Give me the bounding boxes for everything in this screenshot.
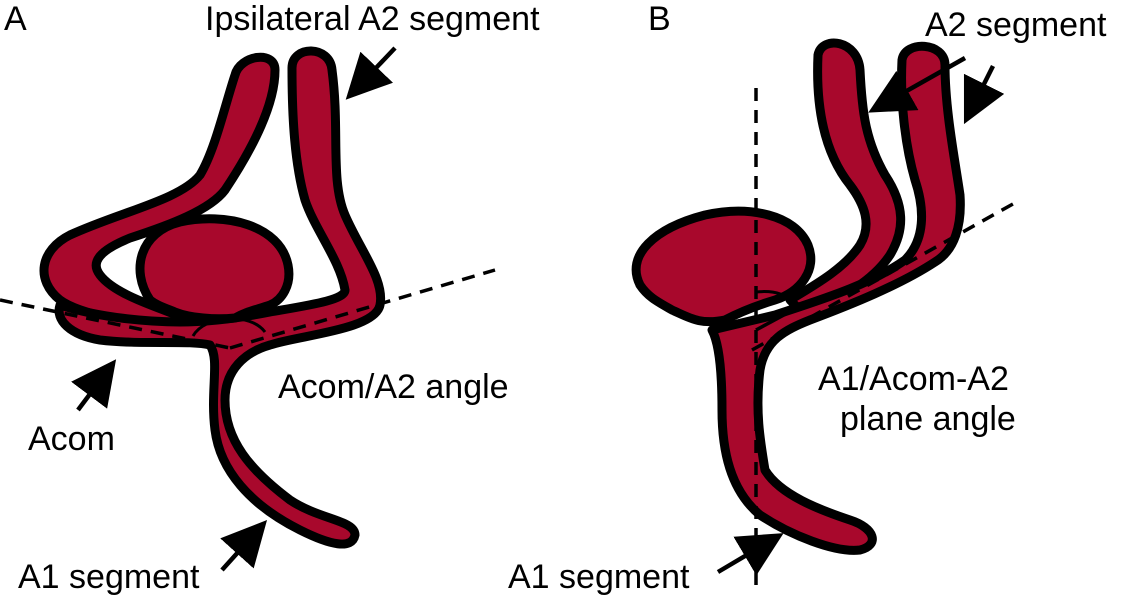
panel-a-a1-label: A1 segment [18, 558, 200, 596]
panel-b-angle-ray [755, 300, 809, 332]
panel-a-aneurysm [135, 214, 294, 324]
panel-a-letter: A [4, 0, 27, 38]
panel-a-a2-axis-line [229, 268, 496, 350]
panel-b-plane-angle-label-line1: A1/Acom-A2 [818, 360, 1009, 398]
panel-b-a1-arrow [716, 533, 784, 576]
panel-a-acom-axis-line [0, 298, 231, 350]
panel-b-a1-label: A1 segment [508, 558, 690, 596]
panel-a-acom-arrow [71, 359, 117, 412]
panel-a: A Ipsilateral A2 segment Acom/A2 angle A… [0, 0, 540, 596]
panel-b-a2-left-arrow [868, 56, 967, 113]
panel-a-ipsilateral-a2-arrow [345, 46, 397, 100]
panel-a-acom-label: Acom [28, 420, 115, 458]
panel-b-a2-right-vessel [707, 41, 965, 555]
panel-a-a1-arrow [220, 519, 268, 572]
panel-b-plane-angle-label-line2: plane angle [840, 400, 1016, 438]
panel-b-letter: B [648, 0, 671, 38]
panel-b-plane-line [751, 198, 1021, 352]
panel-a-angle-arc [191, 317, 267, 337]
panel-b: B A2 segment A1/Acom-A2 plane angle A1 s… [508, 0, 1107, 596]
panel-b-a2-right-arrow [963, 64, 1005, 125]
panel-a-angle-label: Acom/A2 angle [278, 368, 509, 406]
panel-b-angle-arc [755, 290, 797, 307]
panel-b-a2-label: A2 segment [925, 6, 1107, 44]
panel-b-aneurysm [631, 206, 816, 327]
panel-a-ipsilateral-a2-vessel [54, 46, 386, 549]
panel-a-ipsilateral-a2-label: Ipsilateral A2 segment [205, 0, 540, 38]
